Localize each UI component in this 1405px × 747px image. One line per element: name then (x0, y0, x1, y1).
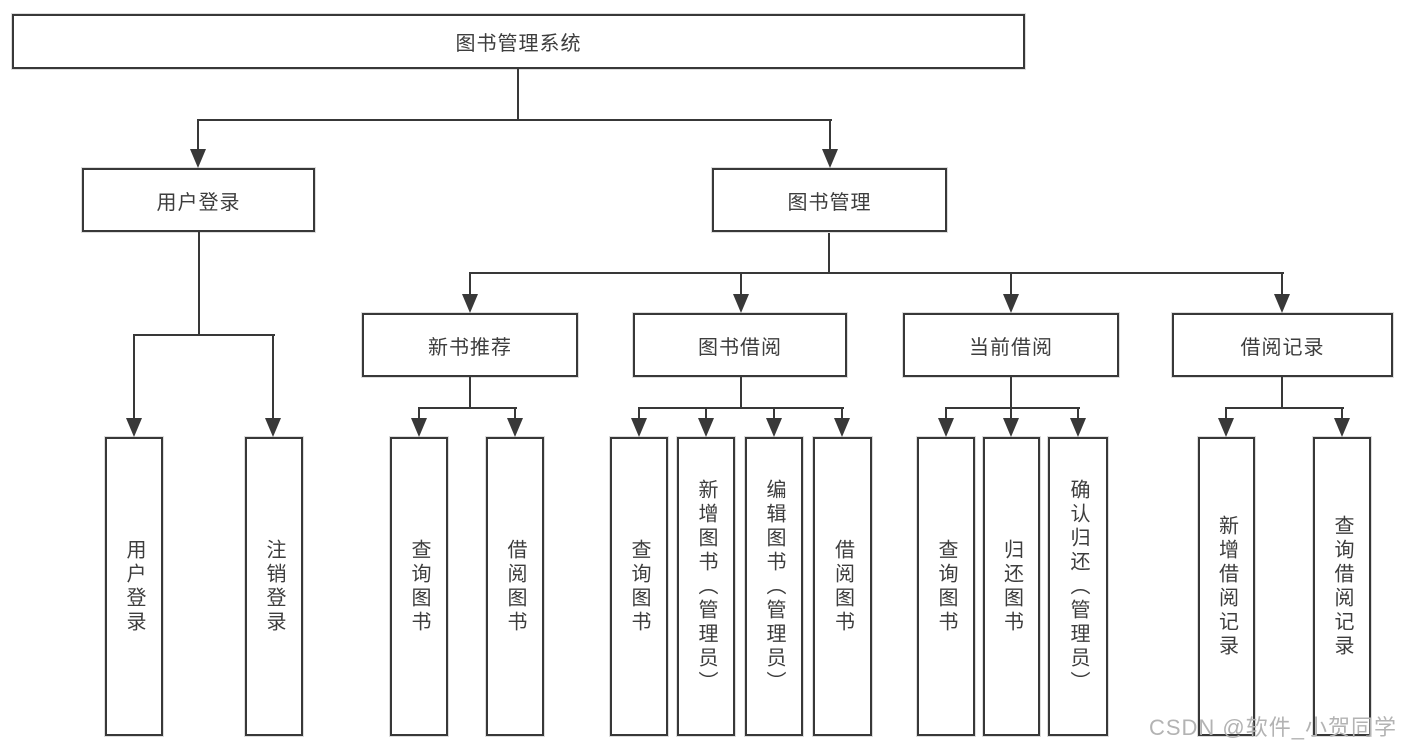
leaf-borrow-books-recommend-label: 借阅图书 (504, 538, 526, 635)
connector-line (1077, 409, 1079, 419)
leaf-query-books-recommend: 查询图书 (390, 437, 448, 736)
leaf-query-books-recommend-label: 查询图书 (408, 538, 430, 635)
leaf-query-borrow-record: 查询借阅记录 (1313, 437, 1371, 736)
leaf-return-book-label: 归还图书 (1000, 538, 1023, 635)
leaf-query-books-borrowing-label: 查询图书 (628, 538, 650, 635)
arrow-down-icon (190, 149, 206, 168)
connector-line (945, 407, 1080, 409)
connector-line (841, 409, 843, 419)
leaf-edit-book-admin-label: 编辑图书（管理员） (763, 478, 785, 695)
leaf-add-book-admin: 新增图书（管理员） (677, 437, 735, 736)
node-new-book-recommend: 新书推荐 (362, 313, 578, 377)
connector-line (133, 336, 135, 419)
arrow-down-icon (1003, 294, 1019, 313)
node-system-root: 图书管理系统 (12, 14, 1025, 69)
connector-line (638, 409, 640, 419)
leaf-logout-login: 注销登录 (245, 437, 303, 736)
leaf-query-books-current: 查询图书 (917, 437, 975, 736)
arrow-down-icon (1334, 418, 1350, 437)
node-book-management-label: 图书管理 (787, 191, 872, 214)
leaf-add-book-admin-label: 新增图书（管理员） (695, 478, 717, 695)
connector-line (638, 407, 844, 409)
node-new-book-recommend-label: 新书推荐 (428, 336, 512, 359)
leaf-add-borrow-record-label: 新增借阅记录 (1215, 514, 1238, 659)
connector-line (514, 409, 516, 419)
arrow-down-icon (1218, 418, 1234, 437)
connector-line (133, 334, 275, 336)
connector-line (1225, 409, 1227, 419)
arrow-down-icon (1274, 294, 1290, 313)
connector-line (469, 274, 471, 295)
arrow-down-icon (766, 418, 782, 437)
arrow-down-icon (1003, 418, 1019, 437)
connector-line (740, 377, 742, 409)
connector-line (1281, 377, 1283, 409)
leaf-add-borrow-record: 新增借阅记录 (1198, 437, 1255, 736)
leaf-query-borrow-record-label: 查询借阅记录 (1331, 514, 1353, 659)
connector-line (1010, 274, 1012, 295)
leaf-logout-login-label: 注销登录 (263, 538, 285, 635)
csdn-watermark: CSDN @软件_小贺同学 (1148, 715, 1397, 740)
leaf-query-books-current-label: 查询图书 (935, 538, 957, 635)
leaf-return-book: 归还图书 (983, 437, 1040, 736)
connector-line (197, 119, 832, 121)
node-user-login-label: 用户登录 (156, 191, 241, 214)
connector-line (418, 409, 420, 419)
arrow-down-icon (938, 418, 954, 437)
arrow-down-icon (1070, 418, 1086, 437)
arrow-down-icon (462, 294, 478, 313)
connector-line (1010, 377, 1012, 409)
connector-line (828, 233, 830, 274)
leaf-borrow-books-label: 借阅图书 (831, 538, 854, 635)
arrow-down-icon (411, 418, 427, 437)
connector-line (1281, 274, 1283, 295)
arrow-down-icon (631, 418, 647, 437)
node-book-borrowing-label: 图书借阅 (698, 336, 782, 359)
connector-line (1341, 409, 1343, 419)
node-book-management: 图书管理 (712, 168, 947, 232)
connector-line (469, 377, 471, 409)
connector-line (197, 121, 199, 150)
connector-line (198, 232, 200, 336)
connector-line (945, 409, 947, 419)
node-current-borrowing: 当前借阅 (903, 313, 1119, 377)
connector-line (740, 274, 742, 295)
connector-line (469, 272, 1284, 274)
leaf-confirm-return-admin-label: 确认归还（管理员） (1067, 478, 1089, 695)
node-borrow-records: 借阅记录 (1172, 313, 1393, 377)
arrow-down-icon (733, 294, 749, 313)
leaf-confirm-return-admin: 确认归还（管理员） (1048, 437, 1108, 736)
arrow-down-icon (126, 418, 142, 437)
connector-line (517, 69, 519, 121)
arrow-down-icon (834, 418, 850, 437)
arrow-down-icon (265, 418, 281, 437)
connector-line (418, 407, 517, 409)
leaf-borrow-books-recommend: 借阅图书 (486, 437, 544, 736)
node-borrow-records-label: 借阅记录 (1240, 336, 1325, 359)
node-user-login: 用户登录 (82, 168, 315, 232)
node-system-root-label: 图书管理系统 (455, 33, 582, 55)
leaf-query-books-borrowing: 查询图书 (610, 437, 668, 736)
arrow-down-icon (507, 418, 523, 437)
connector-line (773, 409, 775, 419)
node-current-borrowing-label: 当前借阅 (969, 336, 1053, 359)
arrow-down-icon (698, 418, 714, 437)
connector-line (829, 121, 831, 150)
connector-line (1225, 407, 1344, 409)
leaf-borrow-books: 借阅图书 (813, 437, 872, 736)
connector-line (705, 409, 707, 419)
leaf-edit-book-admin: 编辑图书（管理员） (745, 437, 803, 736)
leaf-user-login: 用户登录 (105, 437, 163, 736)
connector-line (1010, 409, 1012, 419)
node-book-borrowing: 图书借阅 (633, 313, 847, 377)
arrow-down-icon (822, 149, 838, 168)
connector-line (272, 336, 274, 419)
leaf-user-login-label: 用户登录 (123, 538, 145, 635)
